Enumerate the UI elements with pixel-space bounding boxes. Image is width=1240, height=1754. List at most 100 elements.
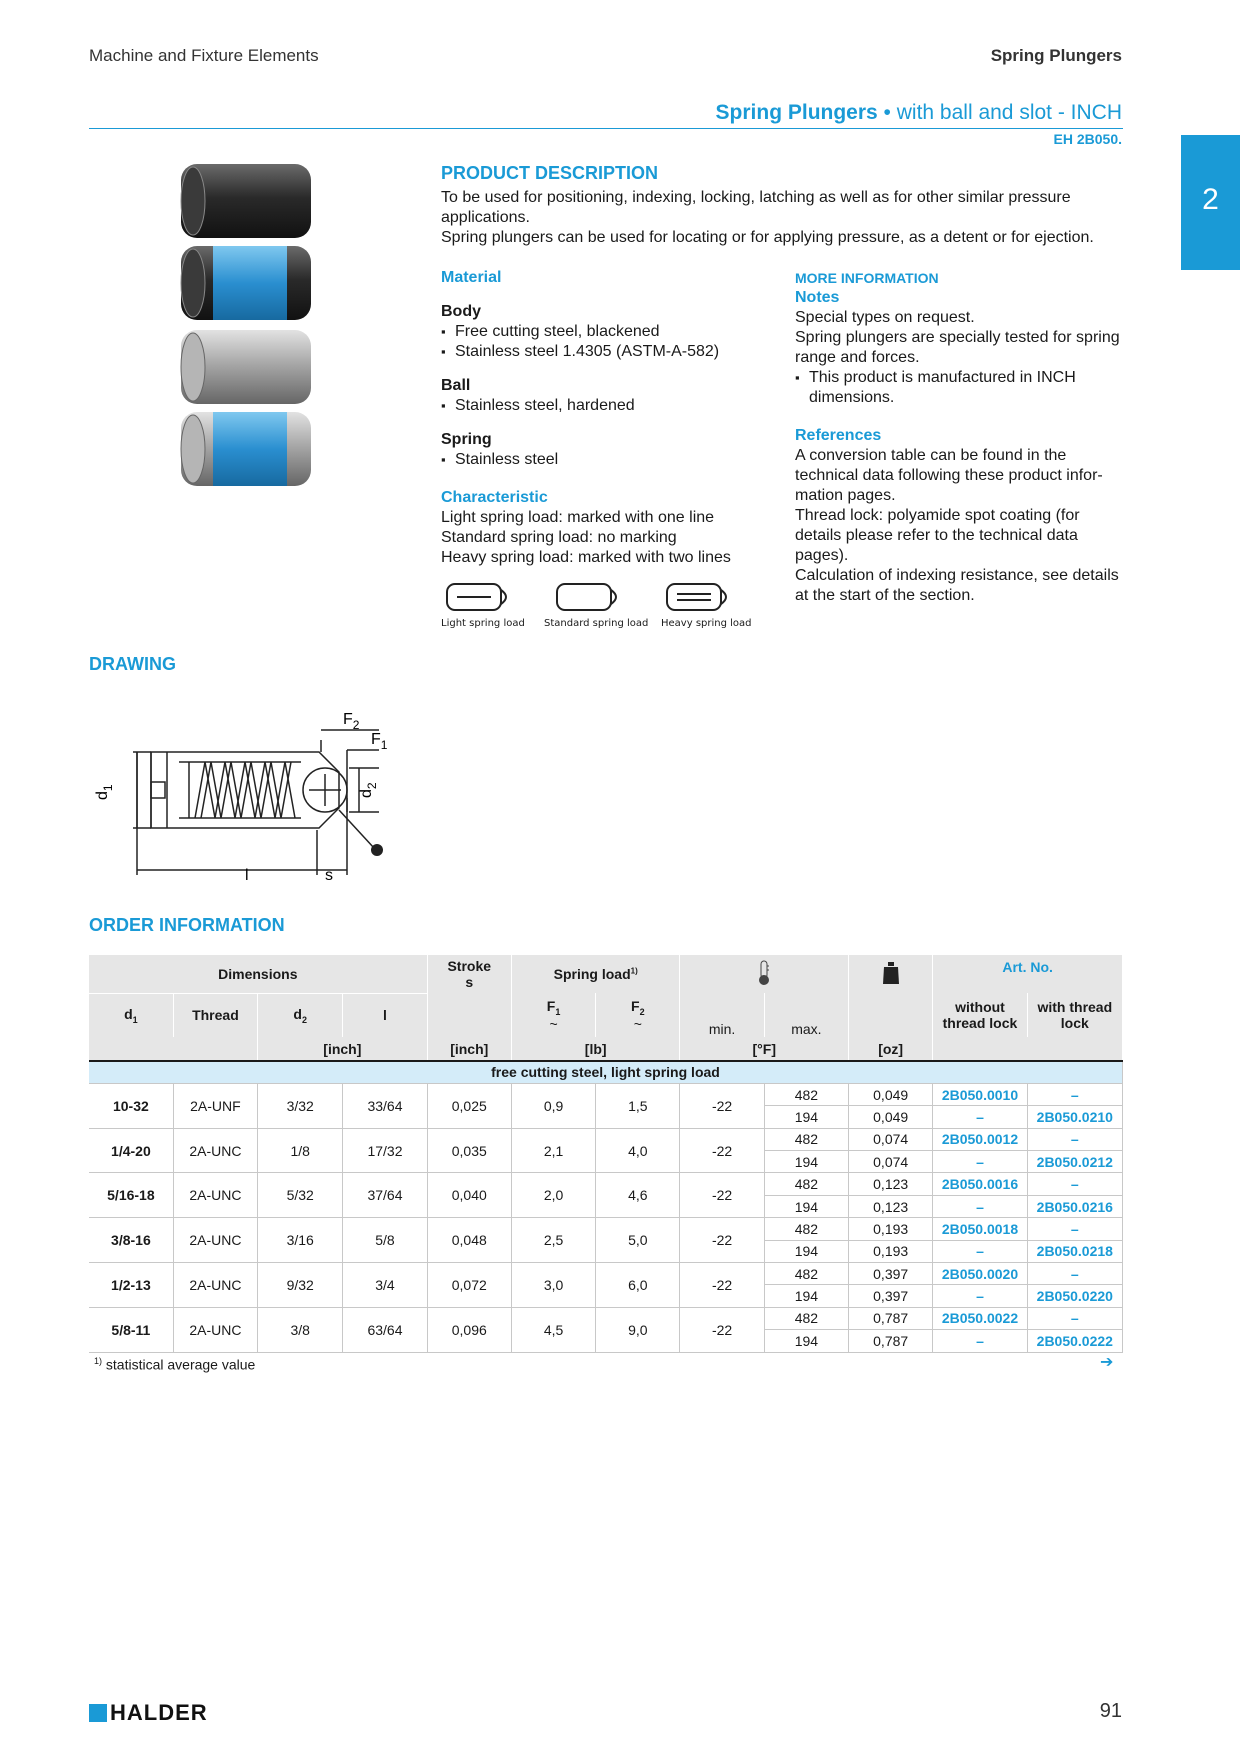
standard-load-label: Standard spring load bbox=[544, 618, 649, 629]
halder-logo: HALDER bbox=[89, 1700, 208, 1726]
cell-f2: 5,0 bbox=[595, 1217, 681, 1264]
next-page-arrow-icon[interactable]: ➔ bbox=[1100, 1354, 1114, 1371]
light-load-label: Light spring load bbox=[441, 618, 525, 629]
cell-weight: 0,049 bbox=[848, 1083, 934, 1107]
plunger-black bbox=[180, 164, 311, 238]
cell-weight: 0,193 bbox=[848, 1240, 934, 1264]
cell-art-with[interactable]: 2B050.0210 bbox=[1027, 1105, 1124, 1129]
unit-inch: [inch] bbox=[257, 1037, 428, 1061]
footnote: 1) statistical average value bbox=[94, 1356, 256, 1373]
cell-art-without[interactable]: 2B050.0012 bbox=[932, 1128, 1028, 1152]
characteristic-line: Standard spring load: no marking bbox=[441, 529, 677, 546]
plunger-steel-threadlock bbox=[180, 412, 311, 486]
cell-f1: 3,0 bbox=[511, 1262, 597, 1308]
cell-f1: 4,5 bbox=[511, 1307, 597, 1353]
cell-max: 194 bbox=[764, 1284, 850, 1308]
body-item: Free cutting steel, blackened bbox=[441, 322, 771, 342]
body-item: Stainless steel 1.4305 (ASTM-A-582) bbox=[441, 342, 771, 362]
cell-d2: 3/8 bbox=[257, 1307, 344, 1353]
cell-min: -22 bbox=[679, 1262, 765, 1308]
plunger-steel bbox=[180, 330, 311, 404]
view-symbol-icon bbox=[371, 844, 383, 856]
cell-f2: 4,6 bbox=[595, 1172, 681, 1219]
category-title: Spring Plungers bbox=[990, 46, 1122, 65]
cell-l: 63/64 bbox=[342, 1307, 428, 1353]
stroke-blank bbox=[427, 993, 512, 1037]
cell-art-with[interactable]: 2B050.0216 bbox=[1027, 1195, 1124, 1219]
cell-d2: 1/8 bbox=[257, 1128, 344, 1174]
d1-header: d1 bbox=[89, 993, 174, 1037]
weight-icon bbox=[882, 961, 899, 984]
max-header: max. bbox=[764, 993, 850, 1037]
min-header: min. bbox=[679, 993, 765, 1037]
cell-art-without: – bbox=[932, 1329, 1028, 1353]
cell-art-with[interactable]: 2B050.0218 bbox=[1027, 1240, 1124, 1264]
notes-bullet: This product is manufactured in INCH dim… bbox=[795, 368, 1125, 408]
page-number: 91 bbox=[1099, 1700, 1122, 1722]
ball-label: Ball bbox=[441, 377, 471, 394]
unit-lb: [lb] bbox=[511, 1037, 681, 1061]
cell-art-with[interactable]: 2B050.0220 bbox=[1027, 1284, 1124, 1308]
temperature-header bbox=[679, 955, 850, 993]
cell-weight: 0,123 bbox=[848, 1172, 934, 1196]
chapter-tab[interactable]: 2 bbox=[1181, 135, 1240, 270]
cell-l: 5/8 bbox=[342, 1217, 428, 1264]
cell-art-without[interactable]: 2B050.0016 bbox=[932, 1172, 1028, 1196]
cell-art-with: – bbox=[1027, 1307, 1124, 1331]
cell-weight: 0,787 bbox=[848, 1307, 934, 1331]
cell-max: 482 bbox=[764, 1217, 850, 1241]
cell-art-without[interactable]: 2B050.0022 bbox=[932, 1307, 1028, 1331]
cell-d1: 1/2-13 bbox=[89, 1262, 174, 1308]
f1-header: F1~ bbox=[511, 993, 597, 1037]
cell-d2: 9/32 bbox=[257, 1262, 344, 1308]
label-l: l bbox=[245, 867, 249, 884]
cell-art-with[interactable]: 2B050.0212 bbox=[1027, 1150, 1124, 1174]
cell-max: 482 bbox=[764, 1262, 850, 1286]
cell-art-without: – bbox=[932, 1150, 1028, 1174]
notes-text: Spring plungers are specially tested for… bbox=[795, 329, 1120, 366]
label-s: s bbox=[325, 867, 333, 884]
cell-weight: 0,397 bbox=[848, 1262, 934, 1286]
without-lock-header: without thread lock bbox=[932, 993, 1028, 1037]
cell-f2: 4,0 bbox=[595, 1128, 681, 1174]
unit-art-blank bbox=[932, 1037, 1123, 1061]
cell-art-without[interactable]: 2B050.0018 bbox=[932, 1217, 1028, 1241]
title-rest: • with ball and slot - INCH bbox=[877, 101, 1122, 124]
references-heading: References bbox=[795, 427, 882, 444]
cell-art-without[interactable]: 2B050.0010 bbox=[932, 1083, 1028, 1107]
weight-blank bbox=[848, 993, 934, 1037]
material-column: Material Body Free cutting steel, blacke… bbox=[441, 268, 771, 568]
cell-max: 482 bbox=[764, 1172, 850, 1196]
more-info-column: MORE INFORMATION Notes Special types on … bbox=[795, 268, 1125, 606]
cell-art-without: – bbox=[932, 1240, 1028, 1264]
cell-l: 37/64 bbox=[342, 1172, 428, 1219]
dimensions-header: Dimensions bbox=[89, 955, 428, 994]
cell-art-without: – bbox=[932, 1195, 1028, 1219]
cell-art-with: – bbox=[1027, 1217, 1124, 1241]
cell-art-without[interactable]: 2B050.0020 bbox=[932, 1262, 1028, 1286]
cell-art-without: – bbox=[932, 1284, 1028, 1308]
cell-art-with[interactable]: 2B050.0222 bbox=[1027, 1329, 1124, 1353]
product-photo bbox=[180, 164, 311, 486]
cell-max: 194 bbox=[764, 1105, 850, 1129]
cell-weight: 0,787 bbox=[848, 1329, 934, 1353]
cell-d2: 3/16 bbox=[257, 1217, 344, 1264]
cell-d1: 5/8-11 bbox=[89, 1307, 174, 1353]
cell-f1: 2,5 bbox=[511, 1217, 597, 1264]
cell-d1: 1/4-20 bbox=[89, 1128, 174, 1174]
f2-header: F2~ bbox=[595, 993, 681, 1037]
cell-art-with: – bbox=[1027, 1128, 1124, 1152]
cell-stroke: 0,048 bbox=[427, 1217, 512, 1264]
cell-thread: 2A-UNC bbox=[173, 1217, 259, 1264]
cell-weight: 0,123 bbox=[848, 1195, 934, 1219]
cell-art-without: – bbox=[932, 1105, 1028, 1129]
unit-stroke: [inch] bbox=[427, 1037, 512, 1061]
cell-max: 194 bbox=[764, 1329, 850, 1353]
cell-max: 482 bbox=[764, 1307, 850, 1331]
notes-text: Special types on request. bbox=[795, 309, 975, 326]
